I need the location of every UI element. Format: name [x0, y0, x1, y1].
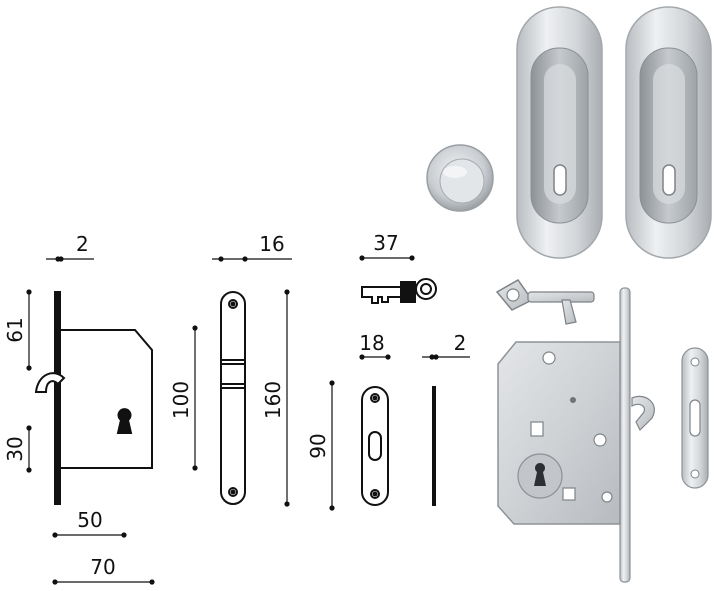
oval-flush-pull-left-photo [516, 6, 603, 259]
label-body-width: 70 [90, 555, 115, 579]
key-drawing [361, 278, 437, 304]
dim-faceplate-center [192, 325, 198, 471]
label-key-length: 37 [373, 231, 398, 255]
dim-body-width [52, 579, 155, 585]
label-faceplate-center: 100 [169, 381, 193, 419]
label-faceplate-width: 16 [259, 232, 284, 256]
label-height-upper: 61 [3, 317, 27, 342]
label-height-lower: 30 [3, 436, 27, 461]
key-photo [495, 279, 595, 325]
dim-faceplate-length [284, 289, 290, 507]
label-strike-length: 90 [306, 433, 330, 458]
lock-photo-keyhole [534, 463, 546, 486]
mortise-lock-photo [497, 287, 655, 583]
oval-flush-pull-right-photo [625, 6, 712, 259]
key-bow [415, 278, 437, 300]
strike-plate-photo [681, 347, 709, 489]
faceplate-screw-top [228, 299, 238, 309]
dim-height-upper [26, 289, 32, 371]
dim-height-lower [26, 425, 32, 473]
label-faceplate-length: 160 [261, 381, 285, 419]
keyhole-icon [116, 408, 133, 434]
dim-key-length [359, 255, 415, 261]
lock-photo-hook [631, 395, 655, 432]
round-flush-cup-photo [426, 144, 494, 212]
dim-plate-thickness [46, 256, 94, 262]
lock-hook-bolt [34, 372, 66, 393]
dim-strike-width [359, 354, 391, 360]
strike-plate-outline [361, 386, 389, 506]
key-blade-outline [361, 286, 402, 304]
oval-keyhole-left [553, 164, 567, 196]
dim-faceplate-width [212, 256, 292, 262]
oval-keyhole-right [662, 164, 676, 196]
label-strike-width: 18 [359, 331, 384, 355]
faceplate-drawing [220, 291, 246, 505]
label-backset: 50 [77, 508, 102, 532]
faceplate-outline [220, 291, 246, 505]
dim-backset [52, 532, 127, 538]
strike-plate-drawing [361, 386, 389, 506]
lock-body-drawing [34, 291, 153, 505]
key-collar [400, 281, 416, 303]
label-plate-thickness: 2 [76, 232, 89, 256]
dim-strike-thickness [422, 354, 470, 360]
strike-slot [368, 431, 382, 461]
strike-side-profile [432, 386, 436, 506]
label-strike-thickness: 2 [454, 331, 467, 355]
lock-case-outline [59, 329, 153, 469]
faceplate-screw-bottom [228, 487, 238, 497]
lock-faceplate-photo [619, 287, 631, 583]
dim-strike-length [329, 380, 335, 511]
